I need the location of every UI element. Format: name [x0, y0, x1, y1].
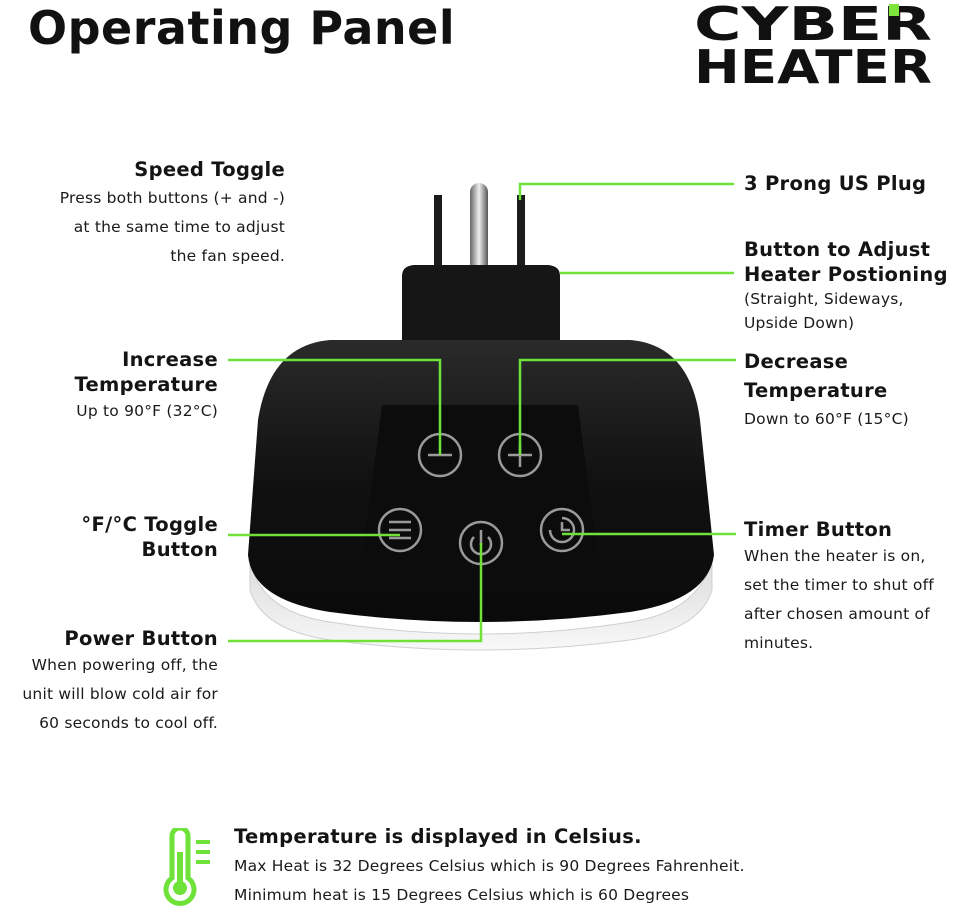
decrease-temp-title-2: Temperature: [744, 379, 888, 402]
timer-desc-4: minutes.: [744, 634, 814, 653]
callout-plug: 3 Prong US Plug: [744, 172, 954, 196]
plug-neck: [402, 265, 560, 340]
callout-lines: [228, 182, 736, 643]
decrease-temp-desc: Down to 60°F (15°C): [744, 410, 909, 428]
speed-toggle-desc-1: Press both buttons (+ and -): [59, 189, 285, 208]
callout-adjust-button: Button to Adjust Heater Postioning (Stra…: [744, 237, 960, 335]
cyber-heater-logo: CYBER HEATER: [694, 0, 934, 94]
timer-desc-2: set the timer to shut off: [744, 576, 934, 595]
plug-title: 3 Prong US Plug: [744, 172, 927, 195]
speed-toggle-title: Speed Toggle: [134, 158, 285, 181]
callout-line-plug: [518, 182, 734, 200]
page-title: Operating Panel: [28, 1, 456, 55]
adjust-title-1: Button to Adjust: [744, 238, 931, 261]
thermometer-icon: [163, 828, 210, 906]
celsius-note-line-1: Max Heat is 32 Degrees Celsius which is …: [234, 857, 745, 875]
timer-title: Timer Button: [744, 518, 893, 541]
callout-decrease-temperature: Decrease Temperature Down to 60°F (15°C): [744, 347, 954, 434]
plug-prong-right: [517, 195, 525, 270]
adjust-desc-2: Upside Down): [744, 314, 855, 332]
decrease-temp-title-1: Decrease: [744, 350, 849, 373]
speed-toggle-desc-2: at the same time to adjust: [73, 218, 285, 237]
callout-fc-toggle: °F/°C Toggle Button: [20, 512, 218, 562]
celsius-note: Temperature is displayed in Celsius. Max…: [160, 820, 950, 909]
increase-temp-title-2: Temperature: [74, 373, 218, 396]
timer-desc-1: When the heater is on,: [744, 547, 926, 566]
power-button-desc-1: When powering off, the: [31, 656, 218, 675]
celsius-note-line-2: Minimum heat is 15 Degrees Celsius which…: [234, 886, 690, 904]
increase-temp-desc: Up to 90°F (32°C): [76, 402, 218, 420]
power-button-desc-2: unit will blow cold air for: [22, 685, 218, 704]
celsius-note-title: Temperature is displayed in Celsius.: [234, 825, 642, 848]
fc-toggle-title-1: °F/°C Toggle: [81, 513, 218, 536]
increase-temp-title-1: Increase: [122, 348, 218, 371]
logo-line-2: HEATER: [694, 40, 932, 86]
callout-speed-toggle: Speed Toggle Press both buttons (+ and -…: [20, 158, 285, 271]
logo-accent: [889, 4, 899, 16]
adjust-desc-1: (Straight, Sideways,: [744, 290, 904, 308]
plug-prong-left: [434, 195, 442, 270]
timer-button[interactable]: [539, 507, 585, 553]
fc-toggle-title-2: Button: [141, 538, 218, 561]
callout-line-power: [228, 543, 483, 643]
power-button-title: Power Button: [64, 627, 218, 650]
callout-timer-button: Timer Button When the heater is on, set …: [744, 518, 960, 658]
callout-line-increase: [228, 358, 442, 455]
adjust-title-2: Heater Postioning: [744, 263, 948, 286]
power-button-desc-3: 60 seconds to cool off.: [39, 714, 218, 733]
plug-prong-center: [470, 183, 488, 273]
timer-desc-3: after chosen amount of: [744, 605, 930, 624]
callout-power-button: Power Button When powering off, the unit…: [0, 627, 218, 738]
callout-line-decrease: [518, 358, 736, 455]
speed-toggle-desc-3: the fan speed.: [170, 247, 285, 266]
fc-toggle-button[interactable]: [377, 507, 423, 553]
callout-increase-temperature: Increase Temperature Up to 90°F (32°C): [20, 347, 218, 426]
